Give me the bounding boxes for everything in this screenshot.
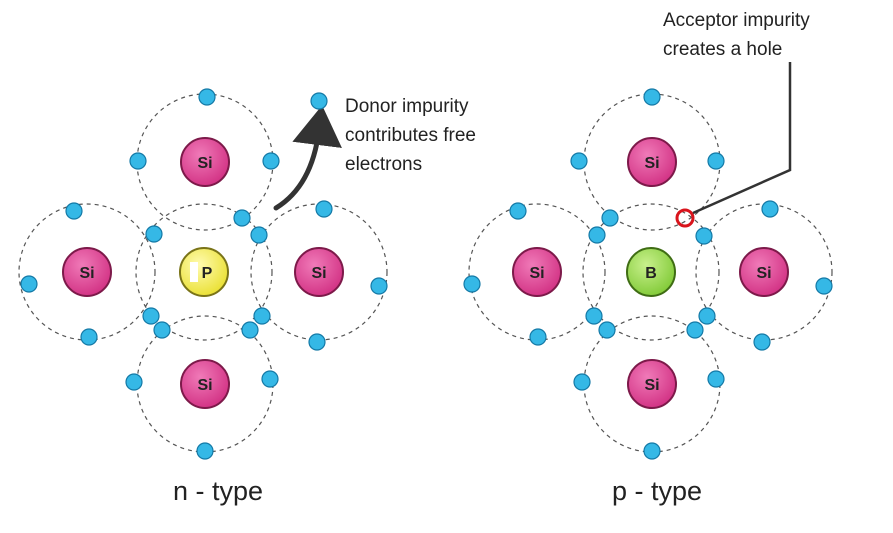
annotation-line: Acceptor impurity — [663, 10, 810, 31]
electron — [196, 442, 214, 460]
n-type-electrons — [20, 88, 388, 460]
atom-label: Si — [644, 377, 659, 394]
atom-si-top: Si — [180, 137, 230, 187]
atom-si-bottom: Si — [627, 359, 677, 409]
electron — [261, 370, 279, 388]
electron — [250, 226, 268, 244]
n-type-lattice: Si Si P Si Si — [18, 88, 481, 506]
atom-si-right: Si — [294, 247, 344, 297]
atom-label: Si — [197, 377, 212, 394]
atom-si-right: Si — [739, 247, 789, 297]
electron — [509, 202, 527, 220]
electron — [233, 209, 251, 227]
electron — [308, 333, 326, 351]
atom-si-top: Si — [627, 137, 677, 187]
electron — [753, 333, 771, 351]
electron — [698, 307, 716, 325]
electron — [315, 200, 333, 218]
atom-label: Si — [311, 265, 326, 282]
electron — [262, 152, 280, 170]
orbit-center — [135, 203, 273, 341]
electron — [370, 277, 388, 295]
electron — [20, 275, 38, 293]
electron — [695, 227, 713, 245]
electron — [253, 307, 271, 325]
hole-marker — [675, 208, 695, 228]
atom-si-left: Si — [512, 247, 562, 297]
hole-leader-line — [692, 62, 792, 215]
electron — [573, 373, 591, 391]
atom-phosphorus-center: P — [179, 247, 229, 297]
p-type-caption: p - type — [612, 476, 702, 506]
electron — [142, 307, 160, 325]
electron — [198, 88, 216, 106]
atom-label: Si — [644, 155, 659, 172]
electron — [643, 442, 661, 460]
n-type-caption: n - type — [173, 476, 263, 506]
electron — [686, 321, 704, 339]
free-electron-arrow — [273, 105, 342, 211]
acceptor-annotation: Acceptor impurity creates a hole — [663, 10, 815, 60]
electron — [241, 321, 259, 339]
annotation-line: contributes free — [345, 125, 476, 146]
highlight-mark — [190, 262, 198, 282]
donor-annotation: Donor impurity contributes free electron… — [345, 96, 481, 175]
electron — [707, 152, 725, 170]
electron — [588, 226, 606, 244]
electron — [585, 307, 603, 325]
free-electron — [310, 92, 328, 110]
electron — [125, 373, 143, 391]
electron — [643, 88, 661, 106]
electron — [570, 152, 588, 170]
atom-si-bottom: Si — [180, 359, 230, 409]
electron — [153, 321, 171, 339]
atom-label: P — [202, 265, 213, 282]
electron — [463, 275, 481, 293]
orbit-center — [582, 203, 720, 341]
electron — [761, 200, 779, 218]
electron — [815, 277, 833, 295]
annotation-line: creates a hole — [663, 39, 782, 60]
annotation-line: Donor impurity — [345, 96, 469, 117]
atom-label: B — [645, 265, 657, 282]
atom-label: Si — [197, 155, 212, 172]
electron — [65, 202, 83, 220]
electron — [529, 328, 547, 346]
atom-label: Si — [756, 265, 771, 282]
electron — [598, 321, 616, 339]
atom-label: Si — [79, 265, 94, 282]
p-type-electrons — [463, 88, 833, 460]
p-type-lattice: Si Si B Si Si — [463, 10, 833, 506]
electron — [129, 152, 147, 170]
electron — [707, 370, 725, 388]
atom-si-left: Si — [62, 247, 112, 297]
annotation-line: electrons — [345, 154, 422, 175]
electron — [80, 328, 98, 346]
atom-boron-center: B — [626, 247, 676, 297]
atom-label: Si — [529, 265, 544, 282]
electron — [145, 225, 163, 243]
electron — [601, 209, 619, 227]
